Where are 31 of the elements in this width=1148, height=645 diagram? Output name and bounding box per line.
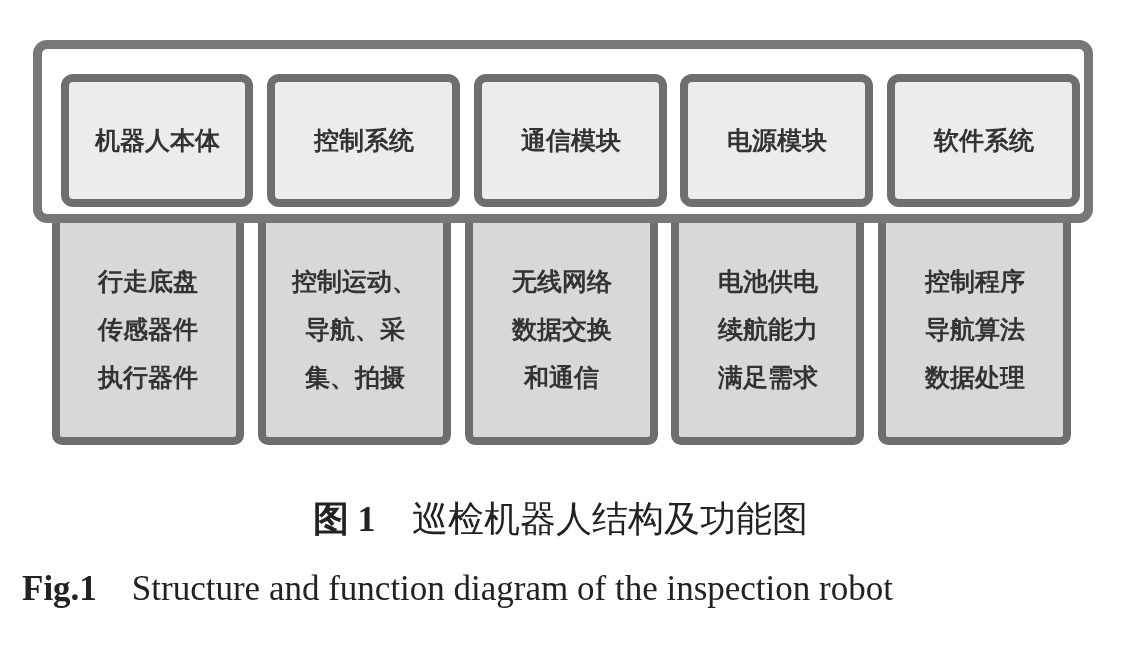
module-name: 通信模块 [520, 125, 621, 157]
module-name: 电源模块 [726, 125, 827, 157]
function-text: 续航能力 [717, 314, 818, 346]
function-text: 电池供电 [717, 266, 818, 298]
function-text: 行走底盘 [98, 266, 198, 298]
function-text: 数据交换 [511, 314, 612, 346]
function-box [878, 223, 1071, 445]
function-box [258, 223, 451, 445]
function-text: 和通信 [524, 362, 599, 394]
function-box [52, 223, 244, 445]
function-text: 执行器件 [98, 362, 198, 394]
module-box [680, 74, 873, 207]
figure-caption: 图 1 巡检机器人结构及功能图 [311, 498, 809, 541]
module-name: 机器人本体 [94, 125, 220, 157]
module-box [474, 74, 667, 207]
group-frame [33, 40, 1093, 223]
function-text: 满足需求 [717, 362, 818, 394]
function-text: 数据处理 [924, 362, 1025, 394]
function-text: 导航算法 [924, 314, 1025, 346]
function-text: 控制程序 [924, 266, 1025, 298]
module-box [887, 74, 1080, 207]
module-name: 软件系统 [933, 125, 1034, 157]
function-box [465, 223, 658, 445]
module-box [267, 74, 460, 207]
function-text: 无线网络 [511, 266, 612, 298]
module-name: 控制系统 [313, 125, 414, 157]
module-box [61, 74, 253, 207]
figure-caption-english: Fig.1 Structure and function diagram of the inspection robot [22, 568, 893, 610]
function-text: 控制运动、导航、采集、拍摄 [290, 266, 418, 394]
function-box [671, 223, 864, 445]
function-text: 传感器件 [98, 314, 198, 346]
